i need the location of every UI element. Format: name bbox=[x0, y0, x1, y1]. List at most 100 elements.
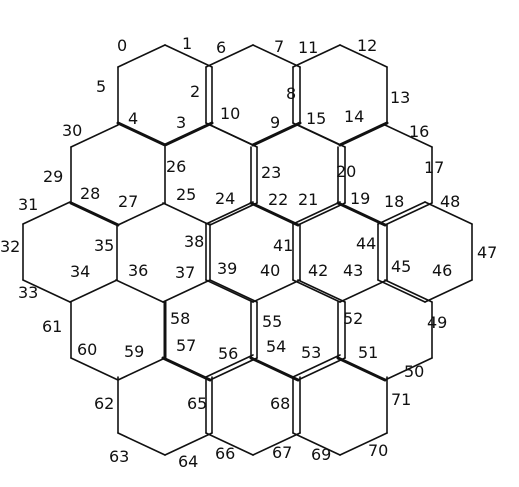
hex-edge bbox=[292, 432, 341, 456]
vertex-label-28: 28 bbox=[80, 184, 100, 203]
hex-edge bbox=[339, 432, 388, 456]
hex-edge bbox=[69, 201, 120, 227]
vertex-label-21: 21 bbox=[298, 190, 318, 209]
vertex-label-29: 29 bbox=[43, 167, 63, 186]
hex-edge bbox=[297, 279, 346, 303]
hex-edge bbox=[209, 202, 258, 226]
vertex-label-44: 44 bbox=[356, 234, 376, 253]
hex-edge bbox=[117, 432, 166, 456]
hex-edge bbox=[252, 432, 301, 456]
vertex-label-69: 69 bbox=[311, 445, 331, 464]
hex-edge bbox=[297, 202, 346, 226]
vertex-label-17: 17 bbox=[424, 158, 444, 177]
vertex-label-37: 37 bbox=[175, 263, 195, 282]
vertex-label-61: 61 bbox=[42, 317, 62, 336]
vertex-label-71: 71 bbox=[391, 390, 411, 409]
vertex-label-31: 31 bbox=[18, 195, 38, 214]
hex-edge bbox=[252, 44, 301, 68]
vertex-label-10: 10 bbox=[220, 104, 240, 123]
vertex-label-60: 60 bbox=[77, 340, 97, 359]
vertex-label-20: 20 bbox=[336, 162, 356, 181]
vertex-label-34: 34 bbox=[70, 262, 90, 281]
vertex-label-57: 57 bbox=[176, 336, 196, 355]
hex-edge bbox=[292, 44, 341, 68]
vertex-label-55: 55 bbox=[262, 312, 282, 331]
hex-edge bbox=[292, 201, 341, 225]
hex-edge bbox=[70, 124, 119, 148]
hex-edge bbox=[384, 202, 433, 226]
vertex-label-13: 13 bbox=[390, 88, 410, 107]
vertex-label-58: 58 bbox=[170, 309, 190, 328]
vertex-label-2: 2 bbox=[190, 82, 200, 101]
vertex-label-46: 46 bbox=[432, 261, 452, 280]
hex-edge bbox=[22, 201, 71, 225]
hex-edge bbox=[162, 202, 211, 226]
hex-edge bbox=[338, 121, 389, 147]
vertex-label-68: 68 bbox=[270, 394, 290, 413]
hex-edge bbox=[384, 279, 433, 303]
vertex-label-14: 14 bbox=[344, 107, 364, 126]
hex-edge bbox=[384, 357, 433, 381]
vertex-label-24: 24 bbox=[215, 189, 235, 208]
hex-edge bbox=[209, 279, 258, 303]
hex-edge bbox=[161, 356, 212, 382]
vertex-label-16: 16 bbox=[409, 122, 429, 141]
vertex-label-18: 18 bbox=[384, 192, 404, 211]
hex-edge bbox=[297, 357, 346, 381]
vertex-label-41: 41 bbox=[273, 236, 293, 255]
vertex-label-8: 8 bbox=[286, 84, 296, 103]
vertex-label-30: 30 bbox=[62, 121, 82, 140]
vertex-label-4: 4 bbox=[128, 109, 138, 128]
hex-edge bbox=[205, 44, 254, 68]
vertex-label-7: 7 bbox=[274, 37, 284, 56]
hex-edge bbox=[249, 201, 300, 227]
vertex-label-23: 23 bbox=[261, 163, 281, 182]
vertex-label-36: 36 bbox=[128, 261, 148, 280]
hex-edge bbox=[116, 121, 167, 147]
hex-edge bbox=[117, 202, 166, 226]
hex-edge bbox=[339, 44, 388, 68]
vertex-label-50: 50 bbox=[404, 362, 424, 381]
hex-edge bbox=[377, 279, 426, 303]
vertex-label-33: 33 bbox=[18, 283, 38, 302]
vertex-label-25: 25 bbox=[176, 185, 196, 204]
hexagon-edges bbox=[22, 44, 473, 456]
vertex-label-63: 63 bbox=[109, 447, 129, 466]
vertex-label-39: 39 bbox=[217, 259, 237, 278]
vertex-label-64: 64 bbox=[178, 452, 198, 471]
vertex-label-9: 9 bbox=[270, 113, 280, 132]
vertex-label-53: 53 bbox=[301, 343, 321, 362]
vertex-label-22: 22 bbox=[268, 190, 288, 209]
vertex-label-43: 43 bbox=[343, 261, 363, 280]
hex-edge bbox=[292, 354, 341, 378]
vertex-label-52: 52 bbox=[343, 309, 363, 328]
hex-edge bbox=[292, 279, 341, 303]
hex-edge bbox=[251, 121, 302, 147]
vertex-label-15: 15 bbox=[306, 109, 326, 128]
vertex-label-65: 65 bbox=[187, 394, 207, 413]
vertex-label-49: 49 bbox=[427, 313, 447, 332]
vertex-label-67: 67 bbox=[272, 443, 292, 462]
hex-edge bbox=[339, 279, 388, 303]
vertex-label-66: 66 bbox=[215, 444, 235, 463]
vertex-label-1: 1 bbox=[182, 34, 192, 53]
vertex-label-32: 32 bbox=[0, 237, 20, 256]
hex-edge bbox=[205, 279, 254, 303]
vertex-label-59: 59 bbox=[124, 342, 144, 361]
vertex-label-62: 62 bbox=[94, 394, 114, 413]
vertex-label-54: 54 bbox=[266, 337, 286, 356]
vertex-label-11: 11 bbox=[298, 38, 318, 57]
hex-edge bbox=[205, 432, 254, 456]
vertex-label-42: 42 bbox=[308, 261, 328, 280]
hex-edge bbox=[336, 356, 387, 382]
vertex-label-0: 0 bbox=[117, 36, 127, 55]
hex-edge bbox=[336, 201, 387, 227]
vertex-label-19: 19 bbox=[350, 189, 370, 208]
hex-edge bbox=[70, 357, 119, 381]
hex-edge bbox=[384, 124, 433, 148]
hex-edge bbox=[163, 121, 214, 147]
vertex-label-47: 47 bbox=[477, 243, 497, 262]
vertex-label-70: 70 bbox=[368, 441, 388, 460]
